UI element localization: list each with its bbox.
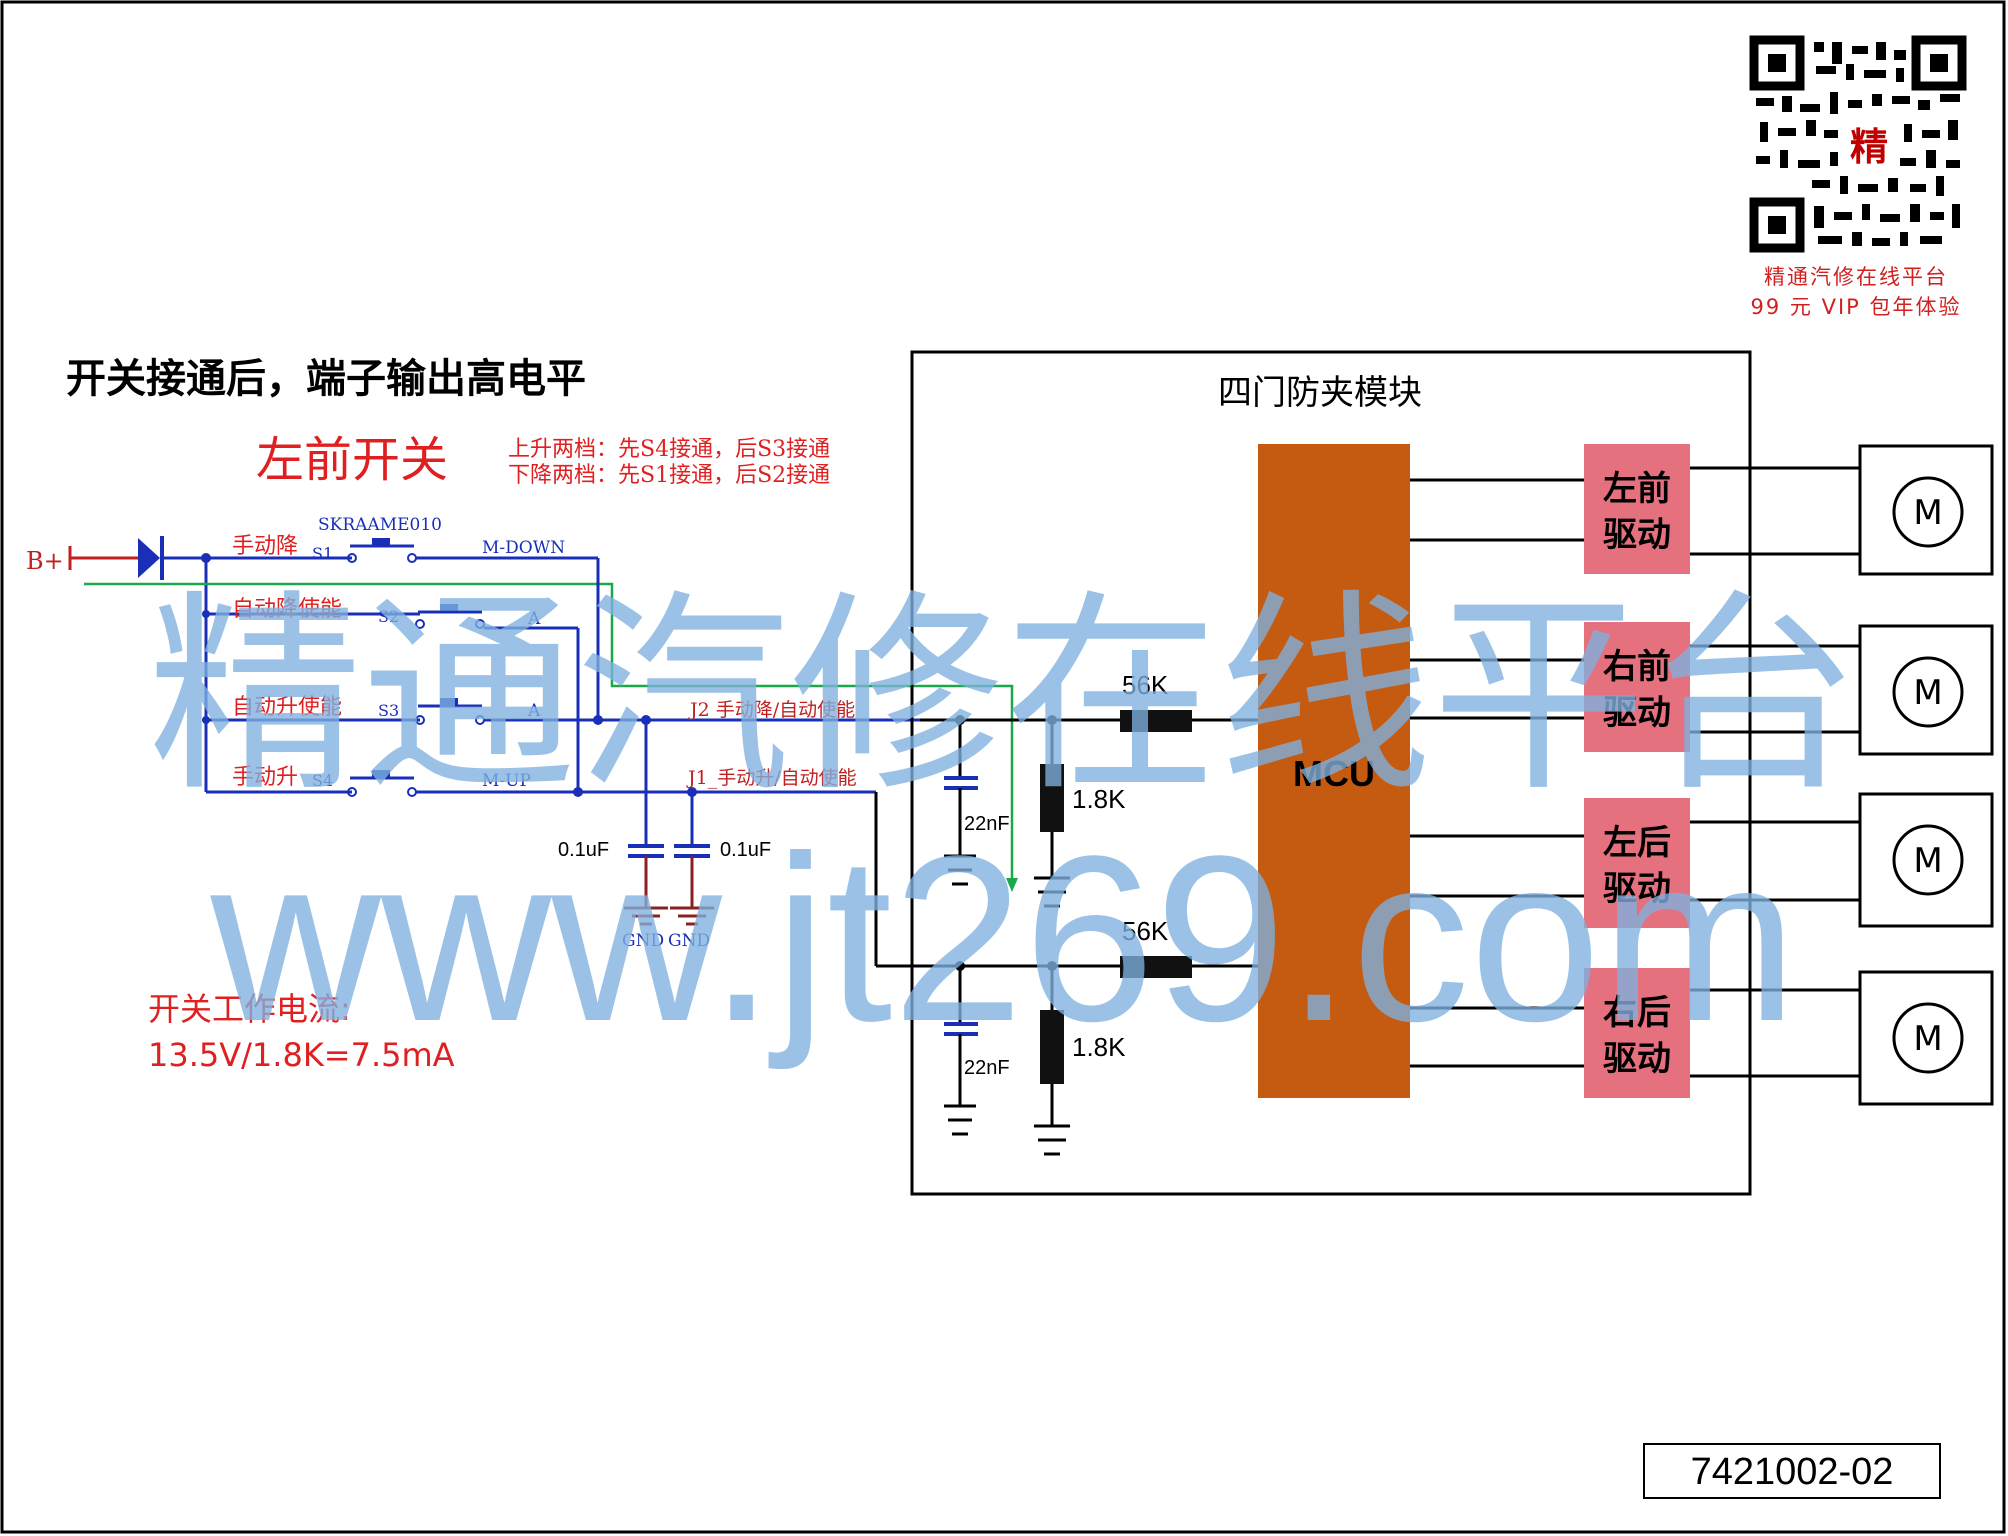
motor-icon xyxy=(1892,656,1964,728)
driver-label-4b: 驱动 xyxy=(1603,1039,1671,1079)
figure-id: 7421002-02 xyxy=(1691,1451,1894,1493)
module-title: 四门防夹模块 xyxy=(1218,373,1422,413)
watermark: 精通汽修在线平台 www.jt269.com xyxy=(148,572,1860,1071)
gnd-symbol-3 xyxy=(944,854,976,886)
gnd2-label: GND xyxy=(668,931,710,951)
s2-name: 自动降使能 xyxy=(232,597,342,622)
s4-net: M-UP xyxy=(482,771,531,791)
j2-label: J2 手动降/自动使能 xyxy=(688,699,855,721)
s4-name: 手动升 xyxy=(232,765,298,790)
bplus-label: B+ xyxy=(26,547,64,575)
motor-icon xyxy=(1892,824,1964,896)
watermark-line-1: 精通汽修在线平台 xyxy=(148,572,1860,821)
gnd1-label: GND xyxy=(622,931,664,951)
driver-label-3b: 驱动 xyxy=(1603,869,1671,909)
s3-tag: S3 xyxy=(378,701,399,720)
motor-icon xyxy=(1892,1002,1964,1074)
resistor-18k-top xyxy=(1040,764,1064,832)
motor-right-front: M xyxy=(1858,624,1994,756)
s1-tag: S1 xyxy=(312,544,333,563)
s1-net: M-DOWN xyxy=(482,538,565,558)
input-network-bottom: 56K 22nF 1.8K xyxy=(944,916,1258,1156)
gnd-symbol-1 xyxy=(624,906,668,926)
gnd-symbol-4 xyxy=(1034,876,1070,908)
motor-right-rear: M xyxy=(1858,970,1994,1106)
s3-name: 自动升使能 xyxy=(232,695,342,720)
s4-tag: S4 xyxy=(312,771,333,790)
s2-tag: S2 xyxy=(378,607,399,626)
current-note-2: 13.5V/1.8K=7.5mA xyxy=(148,1036,455,1074)
driver-label-1a: 左前 xyxy=(1603,469,1671,509)
input-network-top: 56K 22nF 1.8K xyxy=(920,670,1258,908)
driver-label-2b: 驱动 xyxy=(1603,693,1671,733)
r-bot-lower-label: 1.8K xyxy=(1072,1032,1126,1062)
watermark-line-2: www.jt269.com xyxy=(209,807,1797,1071)
motor-label-2: M xyxy=(1913,673,1942,713)
mcu-label: MCU xyxy=(1293,753,1375,794)
motor-label-4: M xyxy=(1913,1019,1942,1059)
gnd-symbol-2 xyxy=(670,906,714,926)
driver-motor-wires xyxy=(1690,466,1860,1078)
s2-switch-symbol xyxy=(415,604,485,629)
motor-icon xyxy=(1892,476,1964,548)
brand-line-2: 99 元 VIP 包年体验 xyxy=(1751,295,1962,319)
driver-right-front: 右前 驱动 xyxy=(1584,622,1690,752)
driver-left-front: 左前 驱动 xyxy=(1584,444,1690,574)
c-bot-label: 22nF xyxy=(964,1057,1010,1079)
driver-left-rear: 左后 驱动 xyxy=(1584,798,1690,928)
mcu-driver-wires xyxy=(1410,478,1584,1068)
switch-title: 左前开关 xyxy=(256,432,448,488)
c-top-label: 22nF xyxy=(964,813,1010,835)
cap1-label: 0.1uF xyxy=(558,839,609,861)
green-signal-wire xyxy=(84,582,1014,888)
resistor-56k-bottom xyxy=(1120,956,1192,978)
motor-left-rear: M xyxy=(1858,792,1994,928)
qr-code-icon: 精 xyxy=(1749,35,1967,253)
switch-note-2: 下降两档：先S1接通，后S2接通 xyxy=(508,463,830,488)
resistor-18k-bottom xyxy=(1040,1010,1064,1084)
switch-note-1: 上升两档：先S4接通，后S3接通 xyxy=(508,437,830,462)
motor-label-1: M xyxy=(1913,493,1942,533)
j1-label: J1_手动升/自动使能 xyxy=(686,767,857,789)
driver-label-4a: 右后 xyxy=(1603,993,1671,1033)
brand-line-1: 精通汽修在线平台 xyxy=(1764,265,1948,289)
driver-label-3a: 左后 xyxy=(1603,823,1671,863)
resistor-56k-top xyxy=(1120,710,1192,732)
switch-circuit: B+ 手动降 S1 SKRAAME010 M-DOWN 自动 xyxy=(26,515,1018,968)
s1-switch-symbol xyxy=(347,538,417,563)
motor-left-front: M xyxy=(1858,444,1994,576)
s3-net: A xyxy=(527,701,541,721)
s1-name: 手动降 xyxy=(232,534,298,559)
figure-id-box xyxy=(1643,1443,1941,1499)
current-note-1: 开关工作电流: xyxy=(148,990,351,1028)
driver-label-2a: 右前 xyxy=(1603,647,1671,687)
qr-center-glyph: 精 xyxy=(1850,125,1888,169)
r-bot-upper-label: 56K xyxy=(1122,916,1169,946)
r-top-upper-label: 56K xyxy=(1122,670,1169,700)
gnd-symbol-5 xyxy=(944,1104,976,1136)
driver-right-rear: 右后 驱动 xyxy=(1584,968,1690,1098)
gnd-symbol-6 xyxy=(1034,1124,1070,1156)
page-title: 开关接通后，端子输出高电平 xyxy=(66,356,586,402)
part-number: SKRAAME010 xyxy=(318,515,442,535)
motor-label-3: M xyxy=(1913,841,1942,881)
module-box xyxy=(910,350,1752,1196)
brand-qr-block: 精 精通汽修在线平台 99 元 VIP 包年体验 xyxy=(1749,35,1967,319)
mcu-block xyxy=(1258,444,1410,1098)
driver-label-1b: 驱动 xyxy=(1603,515,1671,555)
cap2-label: 0.1uF xyxy=(720,839,771,861)
r-top-lower-label: 1.8K xyxy=(1072,784,1126,814)
s2-net: A xyxy=(527,609,541,629)
